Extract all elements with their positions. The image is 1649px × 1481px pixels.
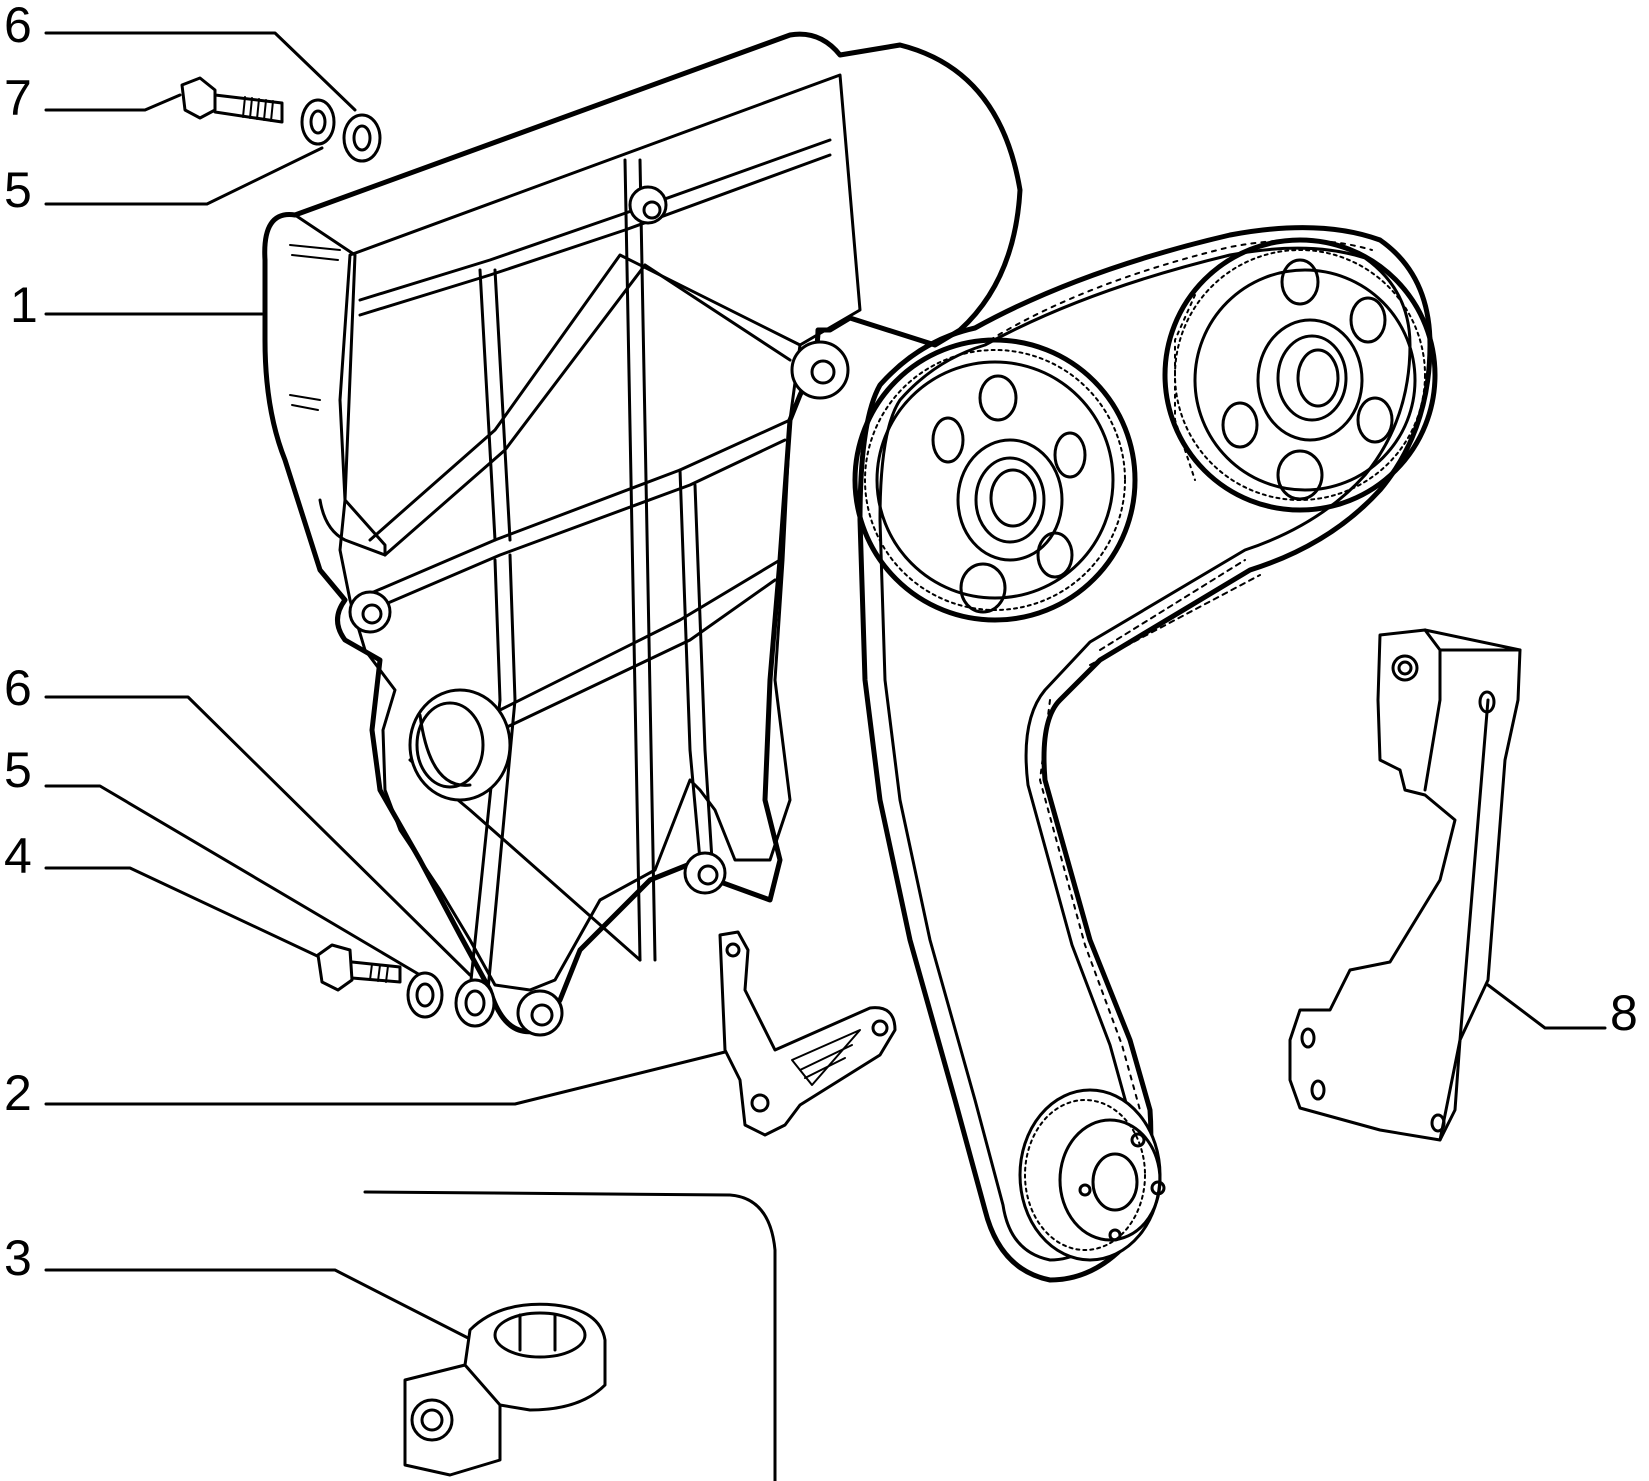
leader-line (44, 784, 422, 977)
camshaft-pulley-left (852, 337, 1138, 623)
callout-number: 3 (4, 1230, 32, 1286)
cover-side-face (289, 213, 387, 557)
callout-2: 2 (4, 1050, 727, 1121)
callout-5-top: 5 (4, 146, 324, 218)
callout-number: 7 (4, 70, 32, 126)
bracket-part-8 (1288, 628, 1522, 1142)
cover-central-boss (408, 688, 512, 802)
bolt-top-part-7 (180, 76, 284, 124)
clamp-part-3 (403, 1302, 607, 1477)
cover-ribs (353, 138, 832, 992)
callout-5-mid: 5 (4, 742, 422, 977)
leader-line (44, 93, 182, 112)
callout-number: 6 (4, 660, 32, 716)
leader-line (44, 866, 332, 964)
callout-number: 2 (4, 1065, 32, 1121)
leader-line (44, 1050, 727, 1106)
spacer-lower-part-6 (454, 978, 496, 1028)
callout-7: 7 (4, 70, 182, 126)
callout-8: 8 (1486, 983, 1638, 1041)
callout-6-top: 6 (4, 0, 357, 112)
callout-number: 5 (4, 742, 32, 798)
washer-lower-part-5 (406, 971, 444, 1019)
washer-top-part-5 (300, 98, 336, 146)
belt-teeth-left (1039, 699, 1141, 1111)
callout-number: 5 (4, 162, 32, 218)
leader-line (44, 146, 324, 206)
belt-teeth-diagonal (1089, 559, 1261, 666)
callout-3: 3 (4, 1230, 474, 1342)
crankshaft-pulley (1018, 1088, 1166, 1262)
callout-1: 1 (10, 277, 264, 333)
timing-cover (262, 31, 1023, 1037)
spacer-top-part-6 (342, 113, 382, 163)
belt-inner-edge (878, 246, 1412, 1262)
camshaft-pulley-right (1162, 237, 1438, 513)
callout-number: 6 (4, 0, 32, 53)
callout-number: 1 (10, 277, 38, 333)
cover-inner-frame (338, 73, 862, 992)
callout-6-mid: 6 (4, 660, 472, 977)
callout-number: 8 (1610, 985, 1638, 1041)
leader-line (44, 1268, 474, 1342)
separator-line (363, 1190, 777, 1481)
leader-line (1486, 983, 1607, 1030)
bolt-lower-part-4 (316, 943, 402, 992)
belt-outer-edge (857, 225, 1433, 1283)
callout-number: 4 (4, 828, 32, 884)
leader-line (44, 31, 357, 112)
timing-belt (857, 225, 1433, 1283)
cover-mounting-bosses (348, 185, 850, 1037)
callout-4: 4 (4, 828, 332, 964)
leader-line (44, 695, 472, 977)
bracket-part-2 (718, 930, 897, 1137)
